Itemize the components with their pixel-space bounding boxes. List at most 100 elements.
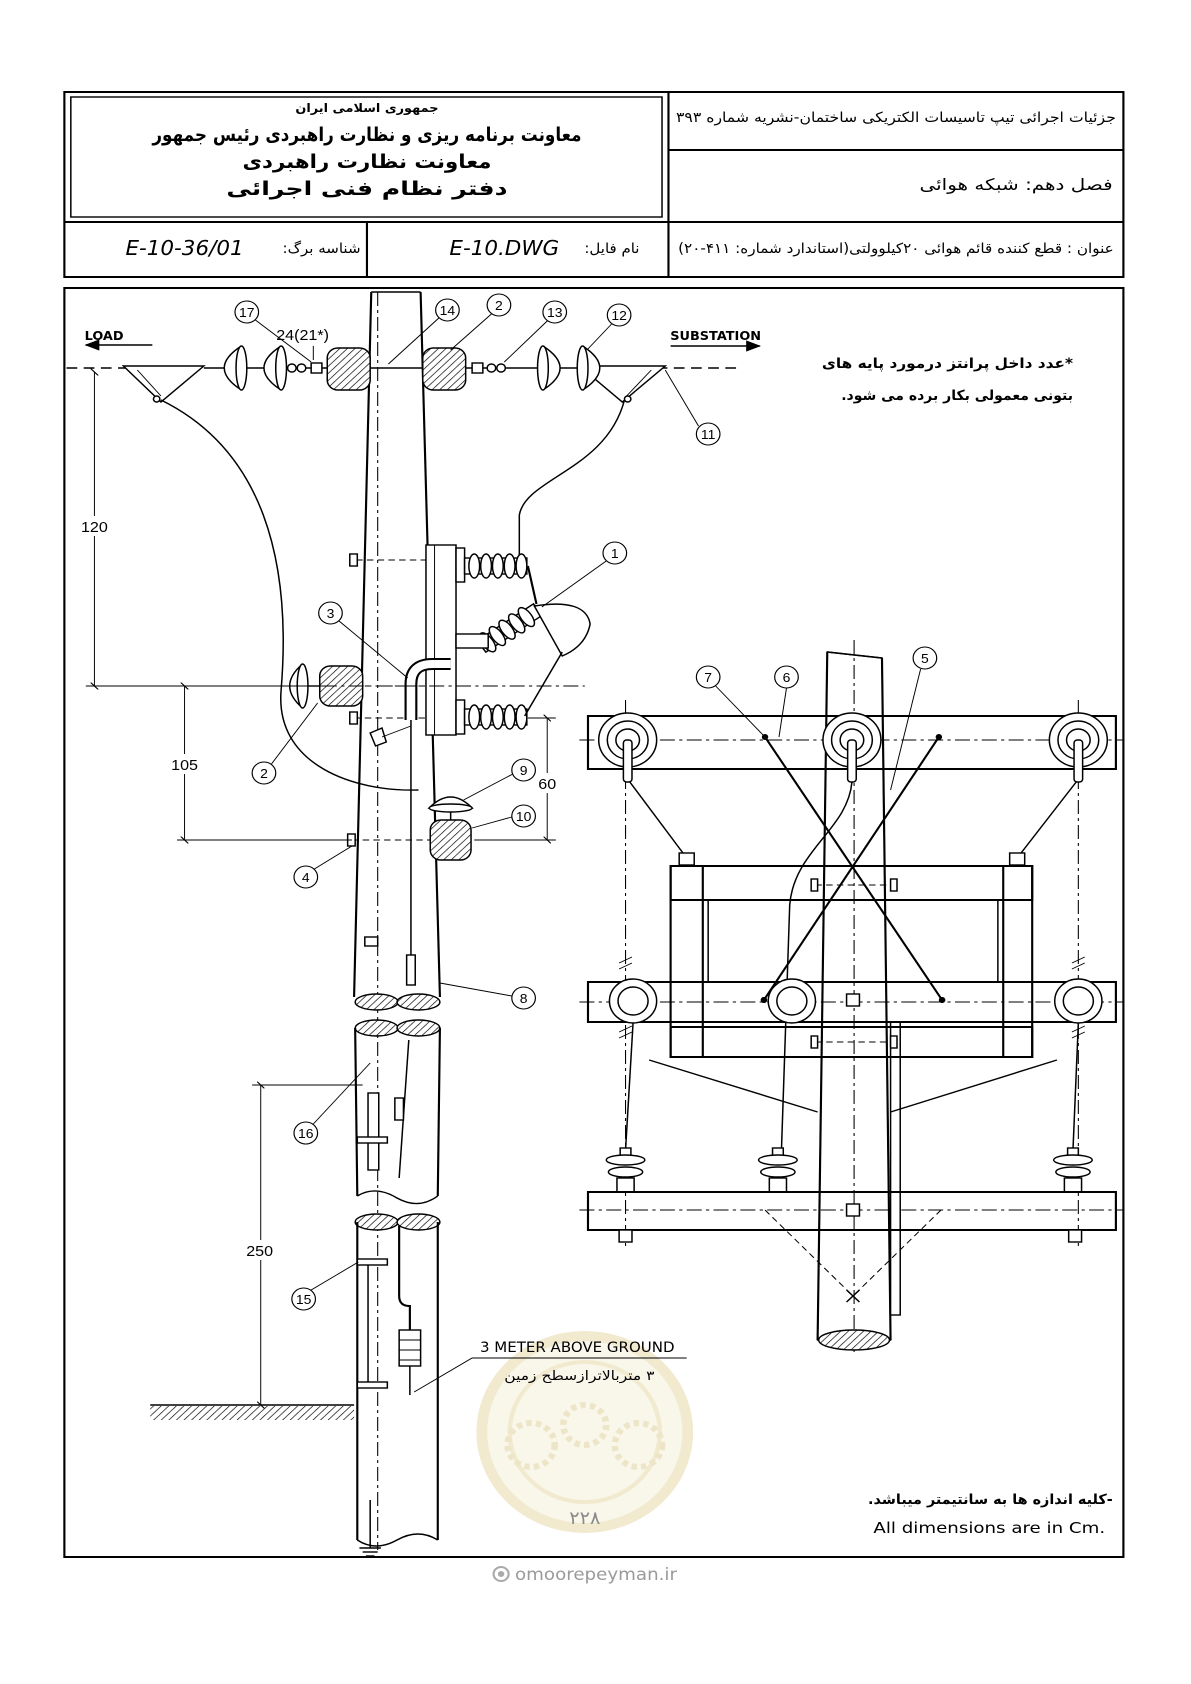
dead-end-clamp-left [121,365,206,403]
substation-label: SUBSTATION [670,328,761,342]
svg-text:14: 14 [440,303,456,317]
bottom-crossarm [586,1191,1117,1303]
dimension-105: 105 [165,686,352,840]
disc-insulator-string-right [471,345,601,391]
post-insulator-right [1052,1147,1094,1193]
load-label: LOAD [85,328,124,342]
spacing-dimension: 24(21*) [276,327,329,360]
publication-title: جزئیات اجرائی تیپ تاسیسات الکتریکی ساختم… [676,110,1116,125]
svg-text:15: 15 [296,1292,312,1306]
svg-text:17: 17 [239,305,255,319]
file-name-value: E-10.DWG [449,237,559,260]
svg-text:omoorepeyman.ir: omoorepeyman.ir [515,1566,678,1585]
org-line-4: دفتر نظام فنی اجرائی [226,178,507,200]
callout-17: 17 [234,300,312,363]
callout-11: 11 [664,369,721,446]
pin-insulator-9-10 [427,796,474,861]
svg-text:All dimensions are in Cm.: All dimensions are in Cm. [873,1520,1105,1537]
spool-insulator-top-right [422,347,467,391]
middle-crossarm [586,978,1117,1024]
title-block: جمهوری اسلامی ایران معاونت برنامه ریزی و… [63,91,1125,278]
sheet-title: عنوان : قطع کننده قائم هوائی ۲۰کیلوولتی(… [678,241,1114,256]
svg-text:بتونی معمولی بکار برده می شود.: بتونی معمولی بکار برده می شود. [841,388,1073,403]
load-direction: LOAD [84,328,153,351]
svg-text:2: 2 [495,298,503,312]
post-insulator-middle [757,1147,798,1193]
ground-height-note: 3 METER ABOVE GROUND ۳ متربالاترازسطح زم… [413,1340,687,1393]
callout-10: 10 [471,804,537,829]
ground-connector-device [398,1329,422,1395]
callout-15: 15 [291,1261,359,1311]
front-jumper [780,781,853,1161]
sheet-id-label: شناسه برگ: [283,240,361,257]
jumper-conductor-left [160,399,419,791]
at-sign-icon [492,1566,510,1582]
sheet-id-value: E-10-36/01 [125,237,243,260]
page-number: ۲۲۸ [569,1509,600,1529]
pole-middle-segment [354,1019,441,1205]
top-insulator-left [597,712,658,783]
callouts-front-view: 7 6 5 [695,646,938,791]
svg-text:3: 3 [327,606,335,620]
dimension-250: 250 [238,1085,363,1405]
svg-text:120: 120 [81,519,108,535]
dead-end-clamp-right [577,365,668,403]
svg-text:13: 13 [547,305,563,319]
svg-text:9: 9 [520,763,528,777]
svg-text:24(21*): 24(21*) [276,327,329,343]
side-view: LOAD SUBSTATION [66,291,762,1557]
svg-text:4: 4 [302,870,310,884]
pole-upper-segment [353,291,441,1550]
svg-text:5: 5 [921,651,929,665]
chapter-title: فصل دهم: شبکه هوائی [920,176,1113,195]
lower-frame-beam [669,1026,1034,1058]
svg-text:7: 7 [704,670,712,684]
dimension-60: 60 [474,718,562,840]
svg-text:12: 12 [611,308,627,322]
svg-text:8: 8 [520,991,528,1005]
connector-elbow [369,658,451,986]
svg-text:10: 10 [516,809,532,823]
svg-text:6: 6 [783,670,791,684]
svg-text:*عدد داخل پرانتز درمورد پایه ه: *عدد داخل پرانتز درمورد پایه های [822,356,1074,371]
svg-text:105: 105 [171,757,198,773]
svg-text:60: 60 [538,776,556,792]
org-line-2: معاونت برنامه ریزی و نظارت راهبردی رئیس … [152,124,582,146]
dimension-120: 120 [75,372,585,686]
callouts: 17 14 2 13 12 11 1 3 2 9 10 4 8 16 15 [234,293,721,1311]
post-insulator-left [605,1147,646,1193]
lower-switch-insulator [463,704,528,730]
jumper-conductor-right [518,399,626,560]
ground-symbol [359,1547,381,1557]
units-note: -کلیه اندازه ها به سانتیمتر میباشد. All … [868,1492,1113,1536]
disc-insulator-string-left [223,345,323,391]
svg-text:1: 1 [611,546,619,560]
arc-hood [533,603,591,657]
file-name-label: نام فایل: [584,241,639,256]
callout-7: 7 [695,665,766,738]
callout-14: 14 [388,298,460,365]
svg-text:11: 11 [701,427,715,441]
ground-level [150,1404,355,1420]
spool-insulator-top-left [326,347,371,391]
vertical-disconnector [425,544,591,736]
org-line-3: معاونت نظارت راهبردی [242,151,491,173]
pole-bracket [364,936,379,947]
svg-text:-کلیه اندازه ها به سانتیمتر می: -کلیه اندازه ها به سانتیمتر میباشد. [868,1492,1113,1507]
callout-6: 6 [774,665,799,738]
callout-3: 3 [318,601,409,679]
callout-4: 4 [293,845,353,889]
watermark-logo [476,1331,694,1533]
callout-2-lower: 2 [251,702,318,785]
front-view [579,640,1125,1352]
upper-switch-insulator [463,553,528,579]
svg-text:2: 2 [260,766,268,780]
concrete-pole-note: *عدد داخل پرانتز درمورد پایه های بتونی م… [822,356,1074,403]
org-line-1: جمهوری اسلامی ایران [295,100,438,114]
website-footer: omoorepeyman.ir [492,1566,678,1585]
substation-direction: SUBSTATION [670,328,762,352]
callout-16: 16 [293,1062,371,1145]
top-crossarm [586,712,1117,783]
svg-text:۳ متربالاترازسطح زمین: ۳ متربالاترازسطح زمین [504,1368,654,1383]
callout-2-top: 2 [450,293,512,351]
